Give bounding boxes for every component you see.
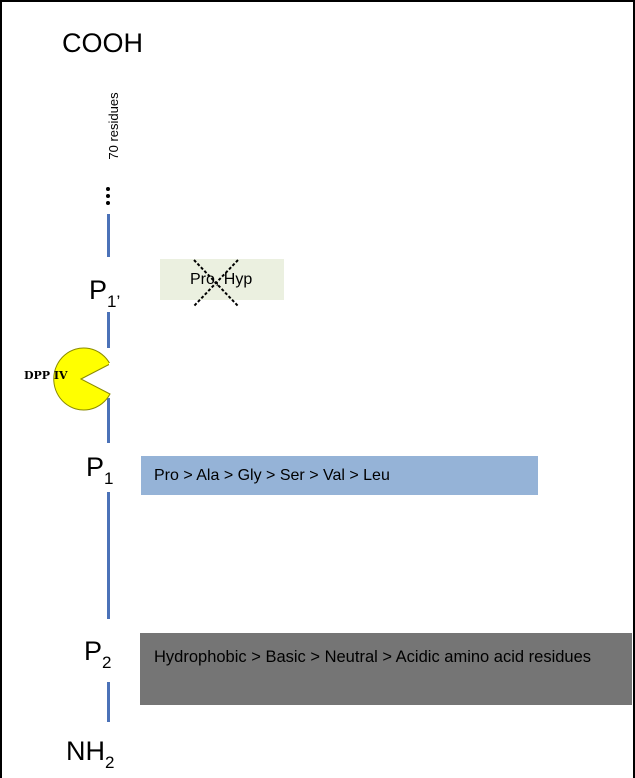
p1-prime-note: Pro, Hyp	[190, 271, 253, 288]
p2-preference-text: Hydrophobic > Basic > Neutral > Acidic a…	[154, 648, 592, 666]
nh2-label: NH2	[66, 736, 115, 772]
residue-count-label: 70 residues	[106, 92, 121, 160]
dpp-iv-pacman-icon	[53, 347, 111, 411]
p1-preference-text: Pro > Ala > Gly > Ser > Val > Leu	[154, 467, 390, 484]
chain-segment-lower	[107, 492, 110, 619]
p1-prime-note-box: Pro, Hyp	[160, 259, 284, 300]
p2-label: P2	[84, 636, 112, 672]
chain-segment-top	[107, 214, 110, 257]
p2-preference-box: Hydrophobic > Basic > Neutral > Acidic a…	[140, 633, 632, 705]
chain-segment-middle	[107, 398, 110, 443]
dpp-iv-label: DPP IV	[24, 369, 68, 382]
p1-label: P1	[86, 452, 114, 488]
cooh-label: COOH	[62, 28, 143, 58]
ellipsis-dots	[106, 187, 114, 208]
chain-segment-upper	[107, 312, 110, 348]
p1-preference-box: Pro > Ala > Gly > Ser > Val > Leu	[141, 456, 538, 495]
cross-out-icon	[193, 259, 239, 307]
chain-segment-bottom	[107, 682, 110, 722]
p1-prime-label: P1’	[89, 275, 121, 311]
